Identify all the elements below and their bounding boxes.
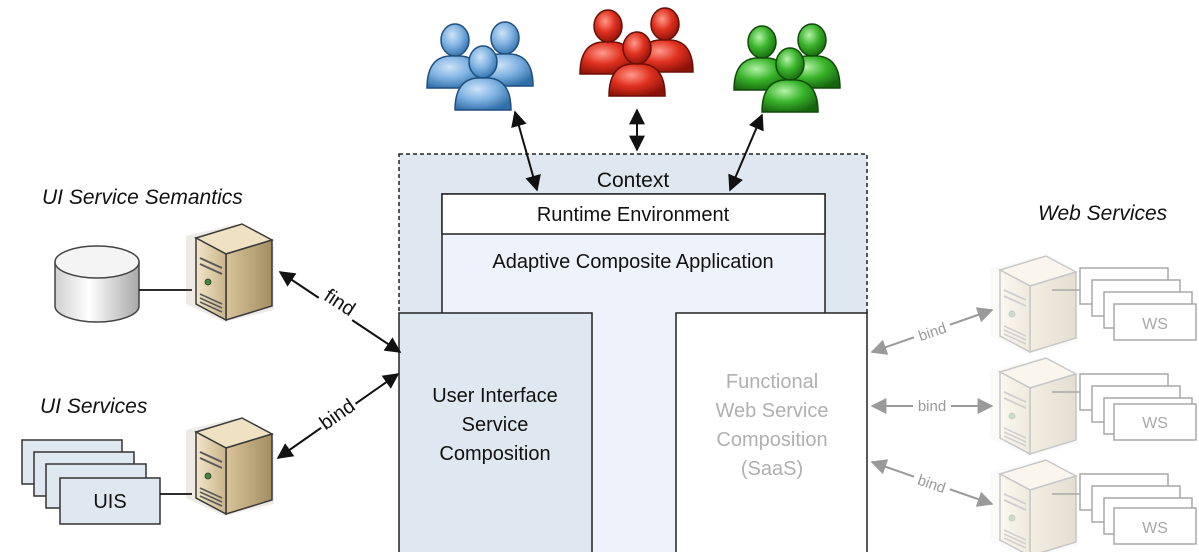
ws-card-stack-3 [1079,473,1197,545]
bind-label-ws2: bind [918,398,946,415]
ui-comp-line3: Composition [439,443,550,465]
ws-card-stack-2 [1079,373,1197,441]
uis-card-stack [21,439,161,525]
ui-services-server-icon [185,417,275,517]
ws-label-2: WS [1142,415,1168,432]
func-comp-line4: (SaaS) [741,458,803,480]
ws-label-3: WS [1142,520,1168,537]
context-label: Context [597,169,670,192]
semantics-server-icon [185,223,275,323]
ui-comp-line1: User Interface [432,385,558,407]
database-icon [54,245,140,323]
ws-server-icon-2 [990,358,1078,456]
users-green-arrow [728,113,764,192]
functional-composition-box [675,312,868,552]
uis-label: UIS [93,491,126,513]
runtime-environment-label: Runtime Environment [537,204,730,226]
web-services-heading: Web Services [1038,202,1168,225]
ui-services-heading: UI Services [40,395,148,418]
ws-label-1: WS [1142,316,1168,333]
bind-label-ws1: bind [916,320,948,345]
ui-composition-box [398,312,593,552]
func-comp-line2: Web Service [715,400,828,422]
users-blue-icon [426,21,534,111]
users-green-icon [733,23,841,113]
ui-comp-line2: Service [462,414,529,436]
adaptive-app-label: Adaptive Composite Application [492,251,773,273]
ws-server-icon-3 [990,460,1078,552]
ws-server-icon-1 [990,256,1078,354]
func-comp-line3: Composition [716,429,827,451]
func-comp-line1: Functional [726,371,818,393]
ui-service-semantics-heading: UI Service Semantics [42,186,243,209]
bind-label-ws3: bind [915,472,947,497]
users-blue-arrow [511,110,541,192]
users-red-icon [579,7,694,97]
runtime-environment-box [441,193,826,235]
ws-card-stack-1 [1079,267,1197,341]
